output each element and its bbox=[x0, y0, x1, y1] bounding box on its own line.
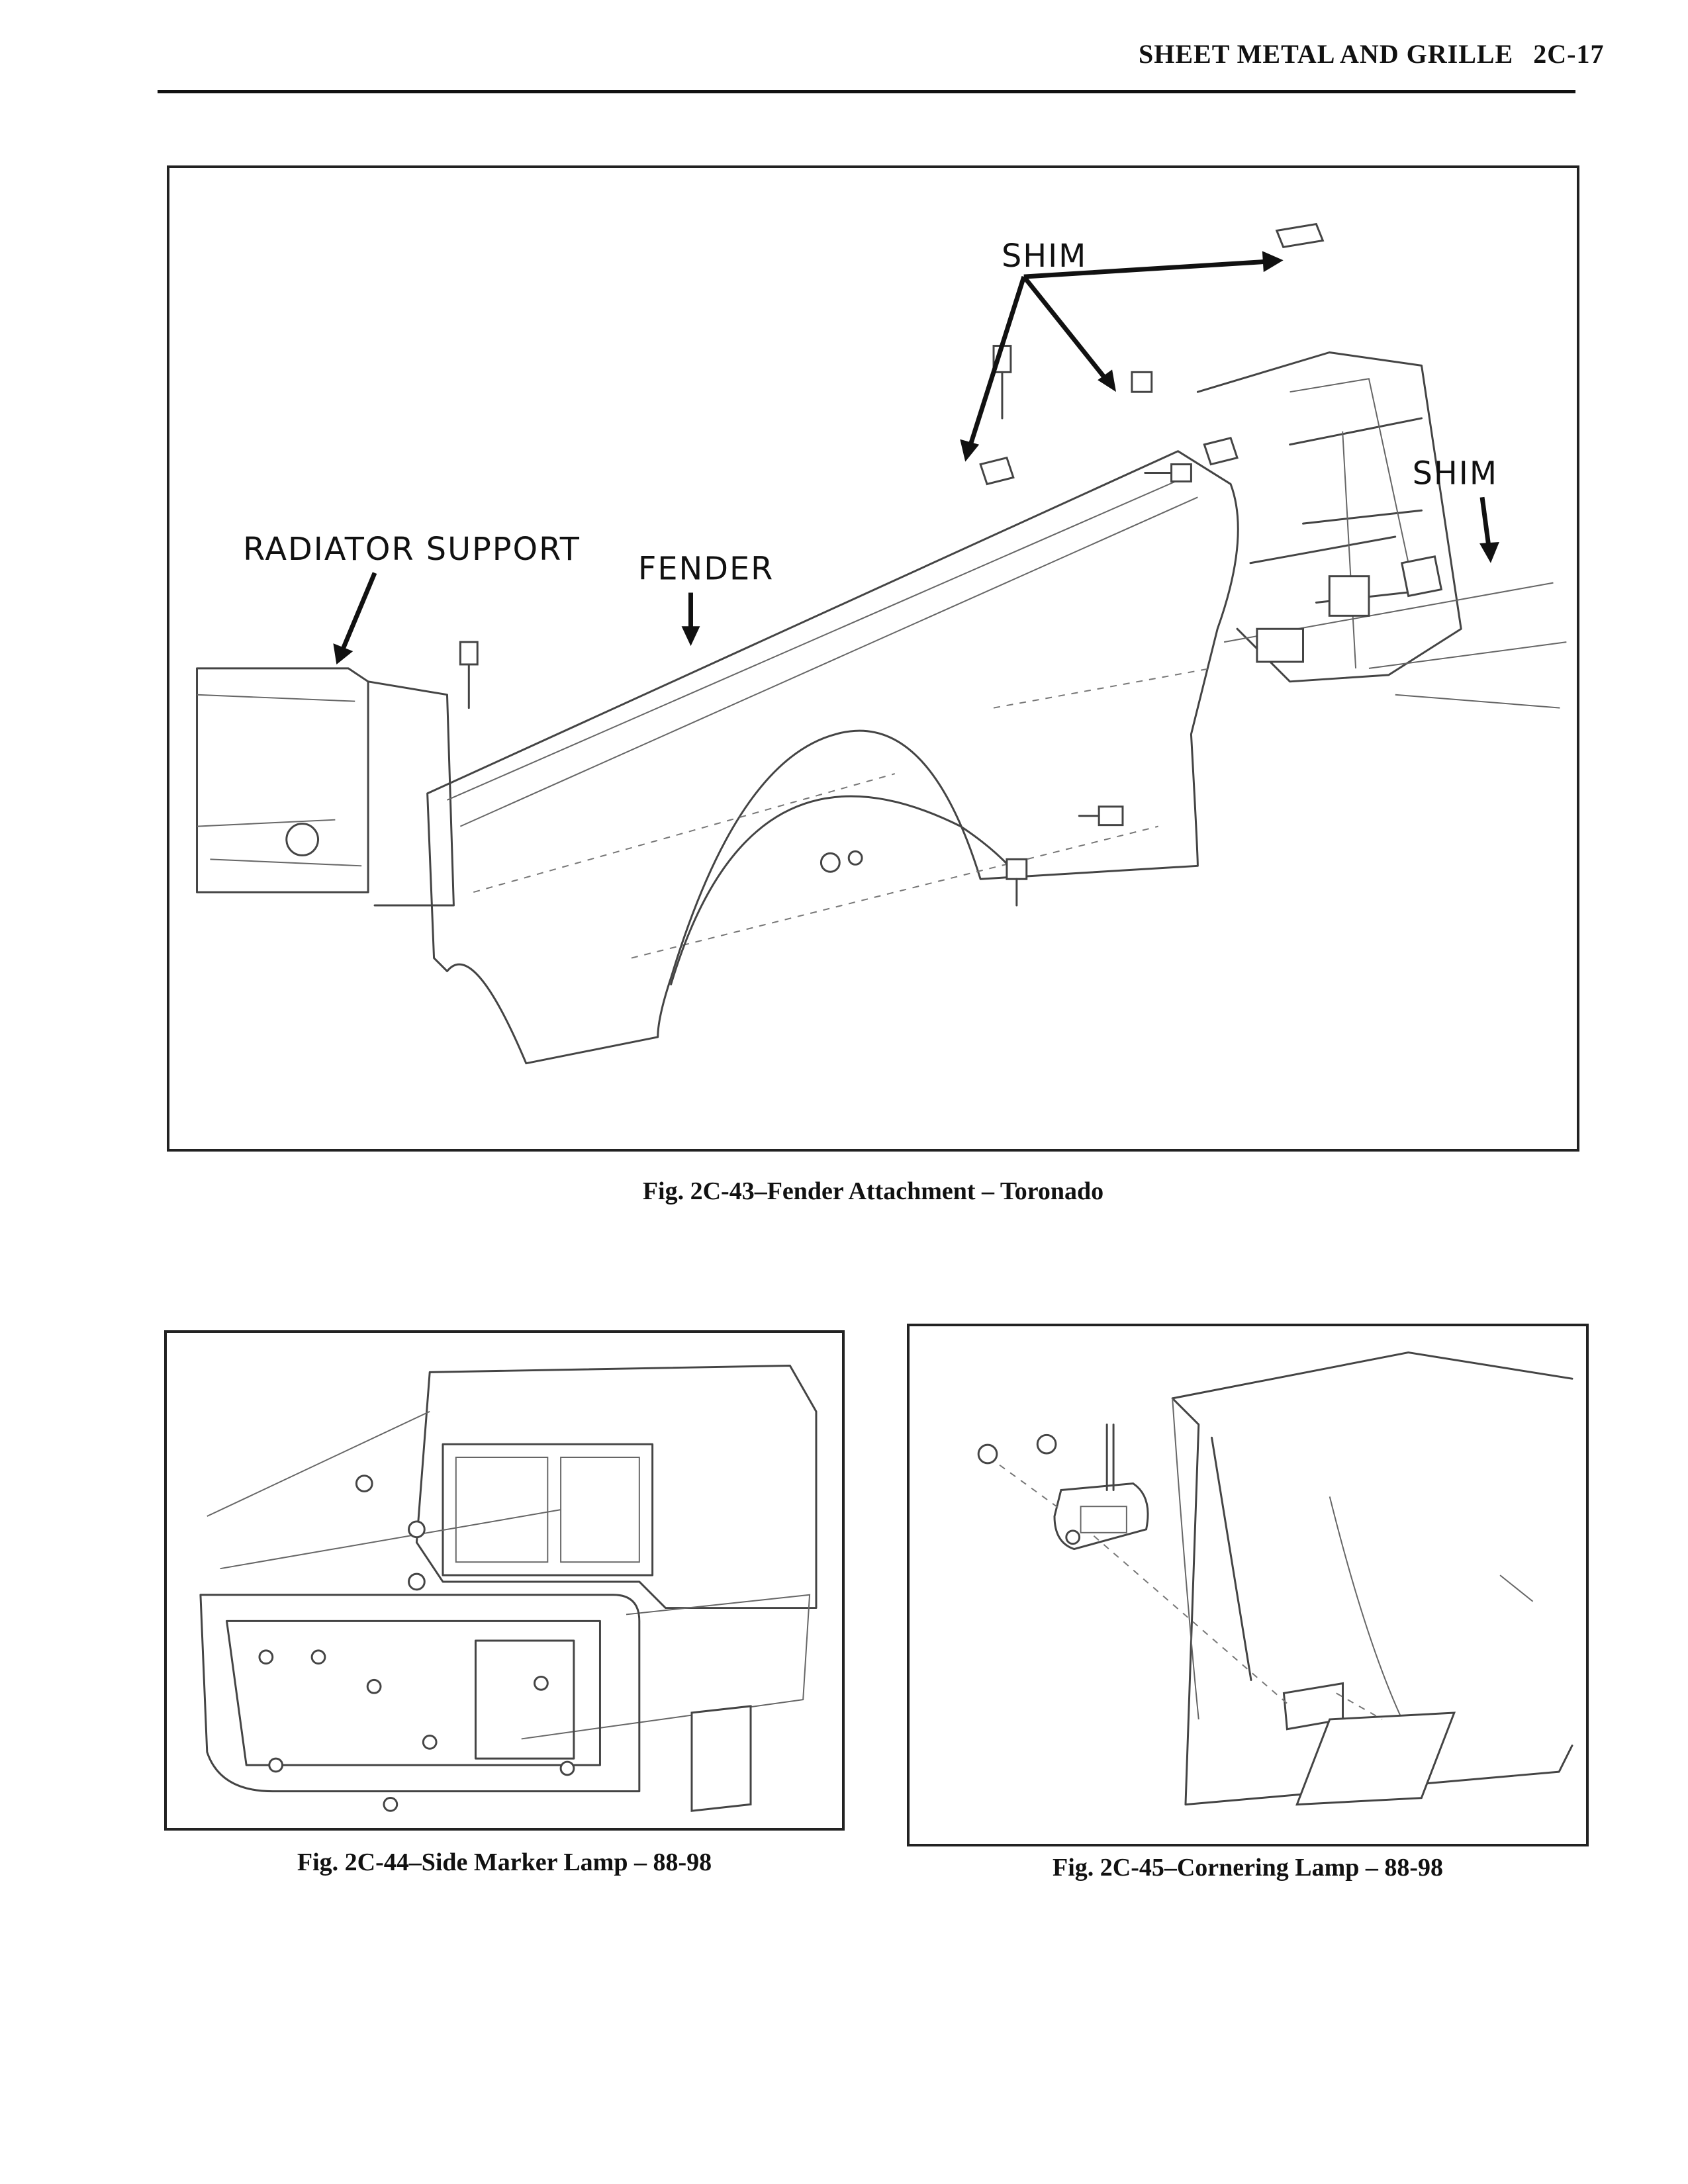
screw bbox=[258, 1475, 575, 1812]
bracket bbox=[1328, 575, 1370, 617]
bolt bbox=[1131, 371, 1153, 393]
bolt bbox=[1078, 805, 1124, 827]
side-marker-lamp-illustration bbox=[199, 1364, 818, 1812]
fender-attachment-illustration: SHIM SHIM RADIATOR SUPPORT FENDER bbox=[196, 222, 1567, 1065]
page-header: SHEET METAL AND GRILLE 2C-17 bbox=[1139, 38, 1603, 69]
bolt bbox=[459, 641, 479, 709]
figure-caption-2c-44: Fig. 2C-44–Side Marker Lamp – 88-98 bbox=[297, 1848, 712, 1876]
shim bbox=[1400, 555, 1443, 598]
section-title: SHEET METAL AND GRILLE bbox=[1139, 39, 1514, 69]
figure-cornering-lamp bbox=[907, 1324, 1589, 1846]
fender-label: FENDER bbox=[638, 551, 774, 588]
figure-caption-2c-43: Fig. 2C-43–Fender Attachment – Toronado bbox=[642, 1177, 1104, 1205]
nut-plate bbox=[1256, 627, 1304, 663]
cornering-lamp-illustration bbox=[977, 1351, 1573, 1806]
shim bbox=[979, 456, 1015, 486]
figure-fender-attachment: SHIM SHIM RADIATOR SUPPORT FENDER bbox=[167, 165, 1579, 1152]
shim-label-top: SHIM bbox=[1002, 238, 1087, 275]
nut bbox=[977, 1433, 1081, 1545]
bolt bbox=[820, 850, 863, 873]
bolt bbox=[1144, 463, 1192, 482]
radiator-support-label: RADIATOR SUPPORT bbox=[243, 531, 581, 568]
shim bbox=[1275, 222, 1325, 249]
figure-caption-2c-45: Fig. 2C-45–Cornering Lamp – 88-98 bbox=[1052, 1854, 1444, 1882]
page-number: 2C-17 bbox=[1533, 39, 1605, 69]
figure-side-marker-lamp bbox=[164, 1330, 845, 1831]
header-rule bbox=[158, 90, 1575, 93]
shim bbox=[1203, 437, 1239, 466]
shim-label-right: SHIM bbox=[1413, 455, 1498, 492]
cornering-lens bbox=[1295, 1711, 1456, 1806]
bolt bbox=[1006, 858, 1028, 907]
marker-lens bbox=[690, 1705, 752, 1812]
